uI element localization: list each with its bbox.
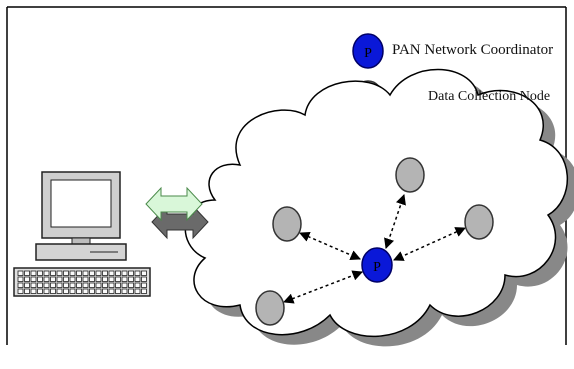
link-coordinator-node-bottom [283,270,363,304]
legend-node-label: Data Collection Node [428,89,551,104]
keyboard-key [24,270,30,276]
keyboard-key [24,282,30,288]
keyboard-key [69,270,76,276]
keyboard-key [134,276,141,282]
keyboard-key [30,270,37,276]
keyboard-key [56,276,63,282]
keyboard-key [121,288,128,294]
keyboard-key [115,282,121,288]
keyboard-key [128,288,134,294]
keyboard-key [95,282,102,288]
keyboard-key [69,288,76,294]
data-collection-node-right [464,204,494,240]
keyboard-key [24,276,30,282]
legend-coordinator-label: PAN Network Coordinator [392,42,554,58]
keyboard-key [69,276,76,282]
keyboard-key [102,276,108,282]
keyboard-key [76,288,82,294]
keyboard-key [50,276,56,282]
bidirectional-arrow-icon [145,186,209,240]
link-coordinator-node-left [299,231,361,261]
keyboard-key [82,270,89,276]
keyboard-key [76,270,82,276]
data-collection-node-bottom [255,290,285,326]
keyboard-key [141,276,147,282]
keyboard-key [115,288,121,294]
links [283,194,466,304]
keyboard-key [24,288,30,294]
keyboard-key [89,270,95,276]
keyboard-key [30,282,37,288]
keyboard-key [30,276,37,282]
keyboard-key [63,282,69,288]
keyboard-key [108,288,115,294]
pan-coordinator-node: P [361,247,393,283]
keyboard-key [108,270,115,276]
keyboard-key [37,276,43,282]
keyboard-key [69,282,76,288]
keyboard-key [50,270,56,276]
keyboard-key [89,288,95,294]
keyboard-key [102,270,108,276]
keyboard-key [56,270,63,276]
keyboard-key [102,288,108,294]
keyboard-key [134,282,141,288]
keyboard-key [95,288,102,294]
data-collection-node-left [272,206,302,242]
keyboard-key [95,276,102,282]
keyboard-key [141,282,147,288]
keyboard-key [82,282,89,288]
keyboard-key [76,276,82,282]
keyboard-key [141,270,147,276]
link-coordinator-node-right [393,227,466,261]
keyboard-key [121,270,128,276]
keyboard-key [134,270,141,276]
keyboard-key [37,270,43,276]
computer-icon [13,171,151,297]
keyboard-key [43,288,50,294]
legend-coordinator-icon: P [352,33,384,69]
keyboard-key [43,282,50,288]
keyboard-key [89,276,95,282]
keyboard-key [50,288,56,294]
keyboard-key [37,288,43,294]
keyboard-key [115,270,121,276]
keyboard-key [56,288,63,294]
keyboard-key [17,276,24,282]
keyboard-key [17,270,24,276]
keyboard-key [50,282,56,288]
data-collection-node-top [395,157,425,193]
keyboard-key [108,276,115,282]
keyboard-key [82,288,89,294]
keyboard-key [63,270,69,276]
keyboard-key [115,276,121,282]
keyboard-key [134,288,141,294]
keyboard-key [121,282,128,288]
keyboard-key [89,282,95,288]
keyboard-key [128,270,134,276]
keyboard-key [63,288,69,294]
keyboard-key [43,270,50,276]
keyboard-key [56,282,63,288]
cloud-icon [184,68,574,347]
coordinator-symbol: P [373,260,381,275]
keyboard-key [102,282,108,288]
keyboard-key [141,288,147,294]
legend-coordinator-symbol: P [364,46,372,61]
keyboard-key [43,276,50,282]
keyboard-key [76,282,82,288]
keyboard-key [30,288,37,294]
keyboard-key [63,276,69,282]
keyboard-key [17,288,24,294]
keyboard-key [17,282,24,288]
keyboard-key [82,276,89,282]
keyboard-key [108,282,115,288]
keyboard-key [128,282,134,288]
keyboard-key [37,282,43,288]
keyboard-key [128,276,134,282]
keyboard-key [95,270,102,276]
keyboard-key [121,276,128,282]
